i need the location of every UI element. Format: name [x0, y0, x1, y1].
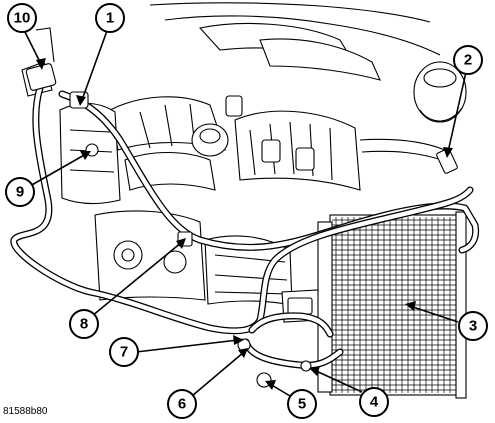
figure-id-code: 81588b80 — [3, 406, 48, 417]
callout-2: 2 — [443, 45, 483, 158]
svg-text:2: 2 — [464, 52, 472, 69]
callout-3: 3 — [405, 301, 488, 341]
callout-5: 5 — [265, 380, 317, 419]
svg-text:6: 6 — [178, 396, 186, 413]
callout-4: 4 — [309, 366, 389, 417]
callout-6: 6 — [167, 348, 248, 419]
discharge-line — [10, 84, 474, 335]
callout-1: 1 — [76, 3, 125, 106]
svg-text:3: 3 — [469, 318, 477, 335]
condenser — [317, 211, 467, 399]
callout-7: 7 — [109, 335, 244, 367]
svg-text:7: 7 — [120, 344, 128, 361]
callout-9: 9 — [5, 151, 91, 207]
liquid-line — [242, 312, 344, 369]
svg-text:8: 8 — [80, 316, 88, 333]
svg-text:4: 4 — [370, 394, 379, 411]
suction-line — [58, 90, 480, 254]
callout-8: 8 — [69, 238, 186, 339]
callout-10: 10 — [7, 3, 46, 70]
svg-text:5: 5 — [298, 396, 306, 413]
svg-text:1: 1 — [106, 10, 114, 27]
svg-text:9: 9 — [16, 184, 24, 201]
svg-text:10: 10 — [14, 10, 31, 27]
